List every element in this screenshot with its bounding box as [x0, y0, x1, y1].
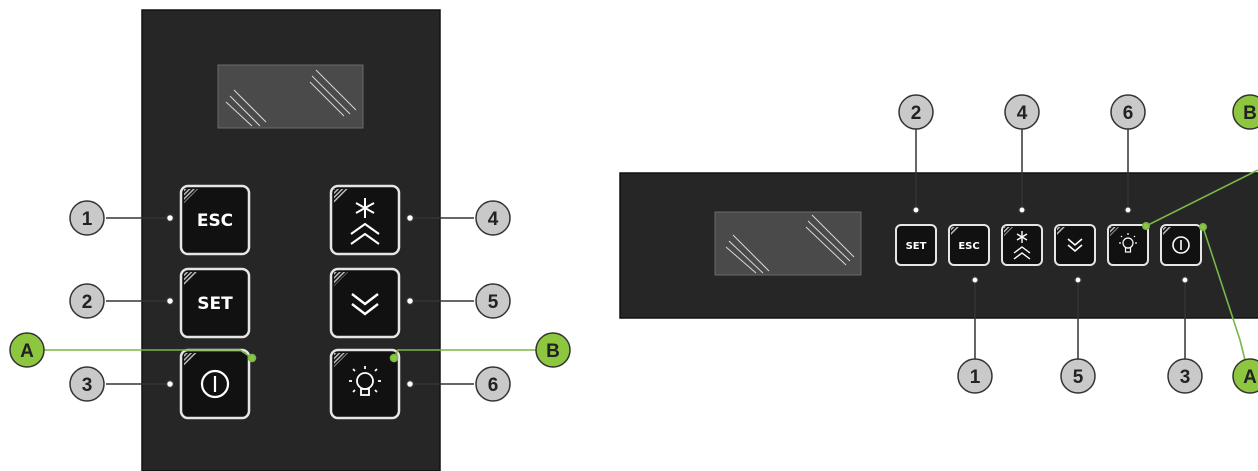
vertical-callout-lines [106, 213, 474, 389]
horizontal-panel [619, 172, 1258, 319]
svg-text:6: 6 [488, 375, 499, 396]
power-button-vertical[interactable] [179, 348, 251, 420]
callout-4-vertical: 4 [475, 200, 511, 236]
set-label: SET [197, 294, 233, 314]
svg-text:B: B [1243, 103, 1257, 124]
set-button-vertical[interactable]: SET [179, 267, 251, 339]
snowflake-up-icon [350, 198, 380, 245]
callout-6-vertical: 6 [475, 366, 511, 402]
svg-text:5: 5 [488, 292, 499, 313]
callout-2-horizontal: 2 [898, 94, 934, 130]
svg-text:4: 4 [1017, 103, 1028, 124]
svg-text:3: 3 [1180, 367, 1191, 388]
light-bulb-icon [349, 366, 381, 396]
callout-b-horizontal: B [1232, 94, 1258, 130]
svg-text:6: 6 [1123, 103, 1134, 124]
svg-text:B: B [546, 341, 560, 362]
power-icon [200, 369, 230, 399]
callout-3-horizontal: 3 [1167, 358, 1203, 394]
double-chevron-down-icon [351, 293, 379, 316]
callout-6-horizontal: 6 [1110, 94, 1146, 130]
callout-3-vertical: 3 [69, 366, 105, 402]
svg-text:3: 3 [82, 375, 93, 396]
horizontal-callout-lines [912, 128, 1189, 359]
horizontal-display [714, 211, 862, 276]
callout-4-horizontal: 4 [1004, 94, 1040, 130]
vertical-display [217, 64, 364, 129]
callout-5-horizontal: 5 [1060, 358, 1096, 394]
svg-text:5: 5 [1073, 367, 1084, 388]
svg-text:4: 4 [488, 209, 499, 230]
down-button-horizontal[interactable] [1054, 224, 1096, 266]
callout-b-vertical: B [535, 332, 571, 368]
callout-a-vertical: A [9, 332, 45, 368]
svg-text:2: 2 [911, 103, 922, 124]
callout-5-vertical: 5 [475, 283, 511, 319]
light-button-vertical[interactable] [329, 348, 401, 420]
esc-button-horizontal[interactable]: ESC [948, 224, 990, 266]
esc-label: ESC [197, 211, 233, 231]
snowflake-up-icon [1013, 231, 1031, 260]
power-button-horizontal[interactable] [1160, 224, 1202, 266]
power-icon [1172, 236, 1190, 254]
light-button-horizontal[interactable] [1107, 224, 1149, 266]
set-label: SET [906, 241, 927, 252]
svg-text:1: 1 [970, 367, 981, 388]
light-bulb-icon [1119, 233, 1137, 253]
double-chevron-down-icon [1067, 238, 1083, 253]
esc-button-vertical[interactable]: ESC [179, 184, 251, 256]
defrost-up-button-vertical[interactable] [329, 184, 401, 256]
svg-text:2: 2 [82, 292, 93, 313]
esc-label: ESC [958, 241, 979, 252]
down-button-vertical[interactable] [329, 267, 401, 339]
callout-1-horizontal: 1 [957, 358, 993, 394]
defrost-up-button-horizontal[interactable] [1001, 224, 1043, 266]
callout-a-horizontal: A [1232, 358, 1258, 394]
callout-2-vertical: 2 [69, 283, 105, 319]
vertical-led-lines [42, 349, 536, 363]
svg-text:1: 1 [82, 209, 93, 230]
set-button-horizontal[interactable]: SET [895, 224, 937, 266]
svg-text:A: A [1243, 367, 1257, 388]
svg-text:A: A [20, 341, 34, 362]
callout-1-vertical: 1 [69, 200, 105, 236]
